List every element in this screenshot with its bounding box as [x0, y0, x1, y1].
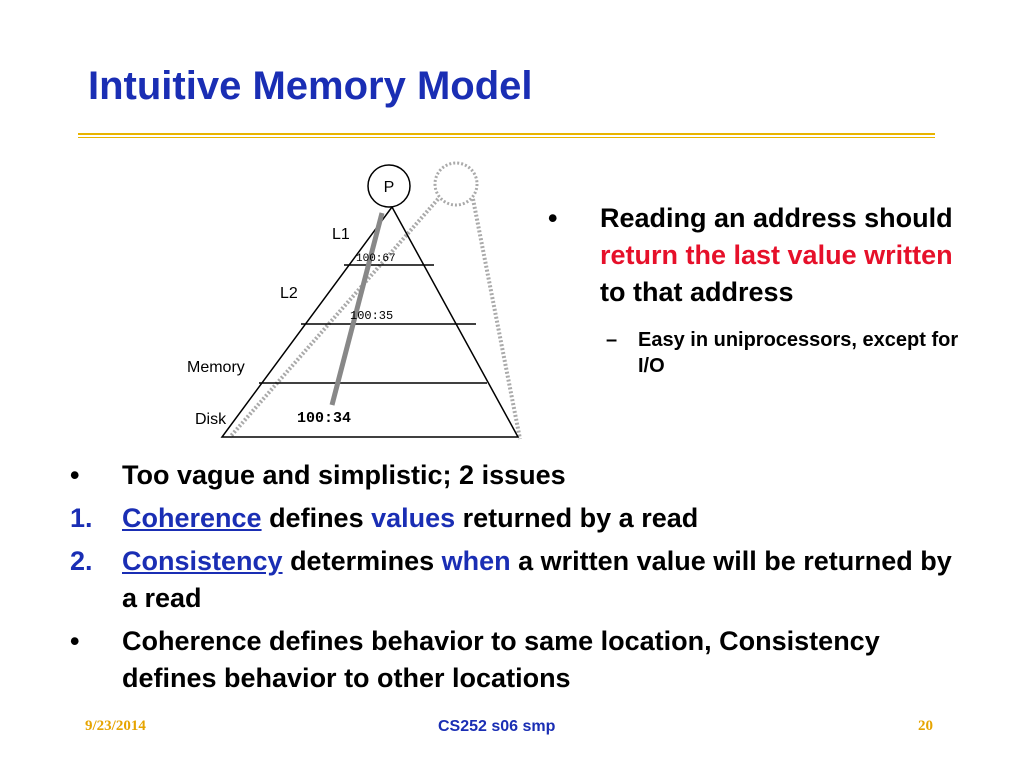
memory-hierarchy-diagram: P L1 L2 Memory Disk 100:67 100:35 100:34 [187, 161, 522, 440]
bullet-mark: • [548, 203, 558, 233]
bullet-item: • Coherence defines behavior to same loc… [70, 623, 970, 697]
disk-value: 100:34 [297, 410, 351, 427]
l2-value: 100:35 [350, 309, 393, 323]
side-bullet-text: Reading an address should return the las… [600, 200, 960, 311]
bullet-mark: • [70, 460, 80, 490]
number-mark: 1. [70, 503, 93, 533]
footer-course: CS252 s06 smp [438, 718, 556, 735]
bullet-text: Coherence defines behavior to same locat… [122, 626, 880, 693]
bullet-text: Consistency determines when a written va… [122, 543, 970, 617]
side-sub-bullet-text: Easy in uniprocessors, except for I/O [638, 329, 959, 377]
side-bullet: • Reading an address should return the l… [548, 200, 968, 379]
consistency-term: Consistency [122, 546, 283, 576]
second-processor-link-right [471, 198, 522, 440]
sub-bullet-mark: – [606, 329, 618, 351]
numbered-item-consistency: 2. Consistency determines when a written… [70, 543, 970, 617]
slide-title: Intuitive Memory Model [88, 64, 533, 108]
bullet-text-part: determines [282, 546, 442, 576]
bullet-text: Too vague and simplistic; 2 issues [122, 460, 566, 490]
side-bullet-main: • Reading an address should return the l… [548, 200, 968, 311]
values-emphasis: values [371, 503, 456, 533]
read-path-line [329, 212, 385, 406]
bullet-list: • Too vague and simplistic; 2 issues 1. … [70, 457, 970, 703]
processor-label: P [384, 179, 395, 196]
when-emphasis: when [441, 546, 511, 576]
processor-circle [367, 164, 411, 208]
footer-date: 9/23/2014 [85, 718, 146, 734]
side-bullet-text-part: Reading an address should [600, 203, 953, 233]
second-processor-circle [433, 161, 479, 207]
bullet-text-part: returned by a read [455, 503, 699, 533]
side-bullet-highlight: return the last value written [600, 240, 953, 270]
side-sub-bullet: – Easy in uniprocessors, except for I/O [548, 327, 968, 379]
bullet-text-part: defines [261, 503, 372, 533]
l1-value: 100:67 [356, 253, 396, 265]
level-label-l2: L2 [280, 285, 298, 302]
bullet-text-part: a written value will be returned by a re… [122, 546, 952, 613]
bullet-item: • Too vague and simplistic; 2 issues [70, 457, 970, 494]
footer-page-number: 20 [918, 718, 933, 734]
level-label-l1: L1 [332, 226, 350, 243]
bullet-mark: • [70, 626, 80, 656]
second-processor-link-left [228, 197, 440, 439]
bullet-text: Coherence defines values returned by a r… [122, 500, 970, 537]
pyramid-outline [220, 205, 520, 438]
level-label-memory: Memory [187, 359, 245, 376]
numbered-item-coherence: 1. Coherence defines values returned by … [70, 500, 970, 537]
coherence-term: Coherence [122, 503, 262, 533]
side-bullet-text-part: to that address [600, 277, 794, 307]
title-rule [78, 133, 935, 138]
level-label-disk: Disk [195, 411, 227, 428]
number-mark: 2. [70, 546, 93, 576]
